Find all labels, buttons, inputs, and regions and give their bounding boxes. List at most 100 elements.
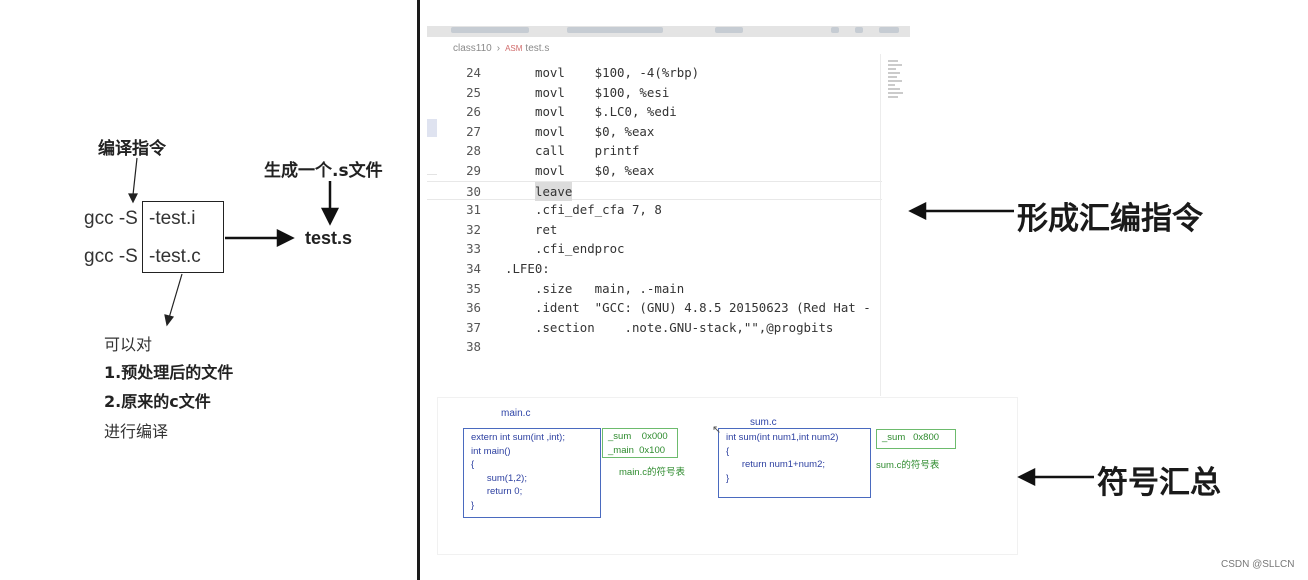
code-line[interactable]: 30 leave [427,180,882,202]
line-number: 24 [466,65,481,80]
code-line[interactable]: 25 movl $100, %esi [427,83,882,103]
line-number: 29 [466,162,481,178]
code-line[interactable]: 24 movl $100, -4(%rbp) [427,63,882,83]
note-arrow-line [168,273,183,319]
source-code-line: return 0; [471,486,523,498]
gcc-command-1: gcc -S [84,208,138,229]
line-text: .cfi_def_cfa 7, 8 [535,202,662,218]
line-text: movl $.LC0, %edi [535,104,677,120]
main-c-table-caption: main.c的符号表 [619,467,685,478]
gutter-rule [427,174,437,175]
note-line-1: 可以对 [104,335,153,354]
generate-s-file-label: 生成一个.s文件 [264,161,383,181]
code-line[interactable]: 32 ret [427,220,882,240]
source-code-line: } [726,472,730,484]
output-arrow-head [276,228,295,248]
breadcrumb-folder[interactable]: class110 [453,43,492,54]
main-c-code-box: extern int sum(int ,int);int main(){ sum… [463,428,601,518]
option-box [142,201,224,273]
line-text: ret [535,221,558,237]
line-text: call printf [535,143,640,159]
gcc-command-2: gcc -S [84,246,138,267]
main-symbol-row-1: _sum 0x000 [608,431,668,442]
note-line-3: 2.原来的c文件 [104,392,211,411]
watermark: CSDN @SLLCN [1221,559,1295,570]
sum-c-code-box: int sum(int num1,int num2) { return num1+… [718,428,871,498]
symbol-summary-label: 符号汇总 [1097,465,1221,501]
source-code-line: int main() [471,445,511,457]
generate-arrow-head [320,207,340,226]
sum-symbol-row-1: _sum 0x800 [882,432,940,443]
assembly-instructions-label: 形成汇编指令 [1017,201,1203,237]
source-code-line: extern int sum(int ,int); [471,432,565,443]
main-c-title: main.c [501,408,531,419]
line-number: 37 [466,319,481,335]
line-text: .cfi_endproc [535,241,625,257]
code-line[interactable]: 37.section .note.GNU-stack,"",@progbits [427,318,882,338]
breadcrumb-file[interactable]: test.s [525,43,550,54]
line-text: .ident "GCC: (GNU) 4.8.5 20150623 (Red H… [535,300,871,316]
line-text: movl $0, %eax [535,162,655,178]
heading-arrow-line [132,157,138,196]
line-number: 34 [466,260,481,276]
symbol-pointer-head [1017,467,1036,487]
code-line[interactable]: 35 .size main, .-main [427,279,882,299]
line-text: movl $100, -4(%rbp) [535,65,700,80]
code-line[interactable]: 27 movl $0, %eax [427,122,882,142]
sum-c-title: sum.c [750,417,777,428]
code-area[interactable]: 24 movl $100, -4(%rbp) 25 movl $100, %esi 26… [427,63,882,357]
source-code-line: { [726,445,730,457]
code-line[interactable]: 31 .cfi_def_cfa 7, 8 [427,200,882,220]
output-file-label: test.s [305,228,353,248]
main-symbol-row-2: _main 0x100 [608,444,666,456]
note-line-4: 进行编译 [104,422,169,441]
code-line[interactable]: 34 .LFE0: [427,259,882,279]
mouse-cursor-icon: ↖ [712,423,722,436]
line-text: .LFE0: [505,260,550,276]
option-test-c: -test.c [149,246,201,267]
line-number: 33 [466,241,481,257]
heading-arrow-head [128,193,138,204]
code-line[interactable]: 33 .cfi_endproc [427,239,882,259]
line-number: 27 [466,123,481,139]
minimap[interactable] [888,60,904,108]
line-number: 35 [466,280,481,296]
line-number: 28 [466,143,481,159]
note-line-2: 1.预处理后的文件 [104,363,234,382]
vertical-divider [417,0,420,580]
source-code-line: sum(1,2); [471,472,527,484]
line-number: 32 [466,221,481,237]
editor-tab-bar [427,26,910,37]
compile-command-heading: 编译指令 [98,139,166,159]
code-line[interactable]: 28 call printf [427,141,882,161]
source-code-line: } [471,499,475,511]
source-code-line: int sum(int num1,int num2) [726,432,839,443]
line-text: movl $0, %eax [535,123,655,139]
sum-c-symbol-table: _sum 0x800 [876,429,956,449]
line-text: movl $100, %esi [535,84,670,100]
assembly-pointer-head [908,201,927,221]
line-number: 36 [466,300,481,316]
symbol-table-screenshot: main.c extern int sum(int ,int); int main… [437,397,1018,555]
code-line[interactable]: 36 .ident "GCC: (GNU) 4.8.5 20150623 (Red… [427,298,882,318]
assembly-file-icon: ASM [505,44,523,53]
option-test-i: -test.i [149,208,196,229]
code-line[interactable]: 38 [427,337,882,357]
line-number: 30 [466,183,481,199]
chevron-right-icon: › [496,43,501,54]
gutter-marker [427,119,437,137]
line-number: 25 [466,84,481,100]
line-text: .size main, .-main [535,280,685,296]
line-number: 26 [466,104,481,120]
sum-c-table-caption: sum.c的符号表 [876,460,940,471]
note-arrow-head [164,314,175,327]
main-c-symbol-table: _sum 0x000 _main 0x100 [602,428,678,458]
editor-scrollbar-track[interactable] [880,54,881,396]
source-code-line: return num1+num2; [726,459,826,471]
line-text: leave [535,181,573,202]
code-line[interactable]: 26 movl $.LC0, %edi [427,102,882,122]
line-number: 31 [466,202,481,218]
code-line[interactable]: 29 movl $0, %eax [427,161,882,181]
